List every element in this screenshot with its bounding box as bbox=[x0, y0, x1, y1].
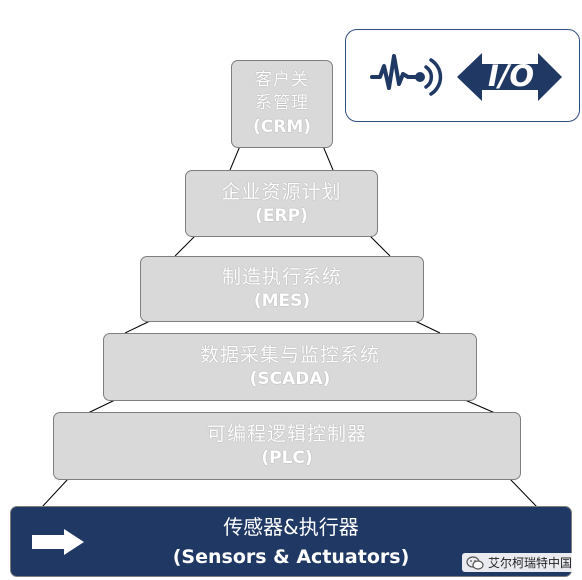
level-scada-label: 数据采集与监控系统 bbox=[199, 344, 380, 366]
level-crm: 客户关 系管理 (CRM) bbox=[231, 60, 333, 148]
level-mes: 制造执行系统 (MES) bbox=[140, 256, 424, 322]
bidirectional-arrow-icon bbox=[457, 53, 562, 101]
level-crm-abbr: (CRM) bbox=[252, 117, 312, 137]
watermark: 艾尔柯瑞特中国 bbox=[461, 553, 576, 572]
level-sensors-label: 传感器&执行器 bbox=[223, 515, 359, 539]
level-scada: 数据采集与监控系统 (SCADA) bbox=[103, 333, 477, 401]
level-mes-abbr: (MES) bbox=[253, 291, 311, 311]
level-sensors-abbr: (Sensors & Actuators) bbox=[172, 546, 410, 568]
level-crm-label-line2: 系管理 bbox=[255, 93, 309, 113]
level-plc-label: 可编程逻辑控制器 bbox=[206, 423, 367, 445]
level-plc: 可编程逻辑控制器 (PLC) bbox=[53, 412, 521, 480]
level-erp: 企业资源计划 (ERP) bbox=[185, 170, 378, 237]
level-erp-label: 企业资源计划 bbox=[221, 180, 342, 203]
level-erp-abbr: (ERP) bbox=[255, 205, 308, 226]
signal-wave-icon bbox=[370, 54, 443, 96]
io-badge: I/O bbox=[345, 29, 580, 122]
level-mes-label: 制造执行系统 bbox=[221, 266, 342, 288]
level-crm-label-line1: 客户关 bbox=[255, 70, 309, 90]
level-scada-abbr: (SCADA) bbox=[249, 369, 331, 389]
io-label: I/O bbox=[487, 59, 535, 93]
right-arrow-icon bbox=[32, 529, 84, 555]
level-plc-abbr: (PLC) bbox=[261, 448, 313, 468]
wechat-icon bbox=[466, 555, 484, 570]
watermark-text: 艾尔柯瑞特中国 bbox=[487, 556, 572, 570]
